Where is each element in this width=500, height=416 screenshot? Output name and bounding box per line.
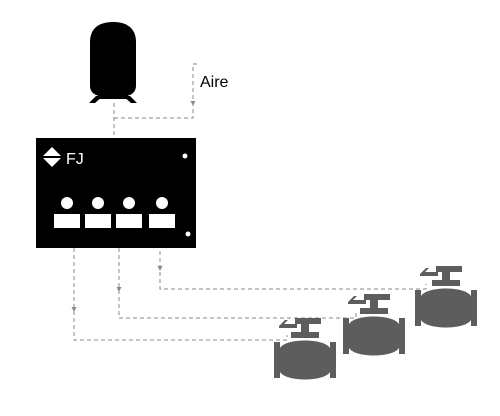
output-2-indicator: [92, 197, 104, 209]
output-3: [116, 197, 142, 228]
connection-lines: [71, 63, 427, 341]
output-2-arrow: [116, 287, 122, 292]
valve-icon: [343, 294, 405, 356]
valve-icon: [274, 318, 336, 380]
output-2-line: [118, 248, 357, 319]
controller-body: [36, 138, 196, 248]
output-3-indicator: [123, 197, 135, 209]
air-supply-label: Aire: [200, 74, 229, 91]
output-2-terminal: [85, 214, 111, 228]
output-1-terminal: [54, 214, 80, 228]
output-1-arrow: [71, 307, 77, 312]
mount-hole-top: [182, 153, 188, 159]
valve-icon: [415, 266, 477, 328]
controller-brand-label: FJ: [66, 151, 84, 168]
valve-3: [415, 266, 477, 328]
valve-2: [343, 294, 405, 356]
output-4-indicator: [156, 197, 168, 209]
air-supply-arrow: [190, 101, 196, 106]
air-supply-line: [114, 63, 199, 119]
output-1-line: [73, 248, 288, 341]
output-1: [54, 197, 80, 228]
output-2: [85, 197, 111, 228]
pressure-tank-icon: [89, 22, 137, 103]
output-4: [149, 197, 175, 228]
valve-1: [274, 318, 336, 380]
output-4-line: [159, 230, 427, 290]
controller: FJ: [36, 138, 196, 248]
mount-hole-bottom: [185, 231, 191, 237]
fj-logo-icon: [43, 147, 61, 167]
output-4-terminal: [149, 214, 175, 228]
output-4-arrow: [157, 266, 163, 271]
output-3-terminal: [116, 214, 142, 228]
output-1-indicator: [61, 197, 73, 209]
